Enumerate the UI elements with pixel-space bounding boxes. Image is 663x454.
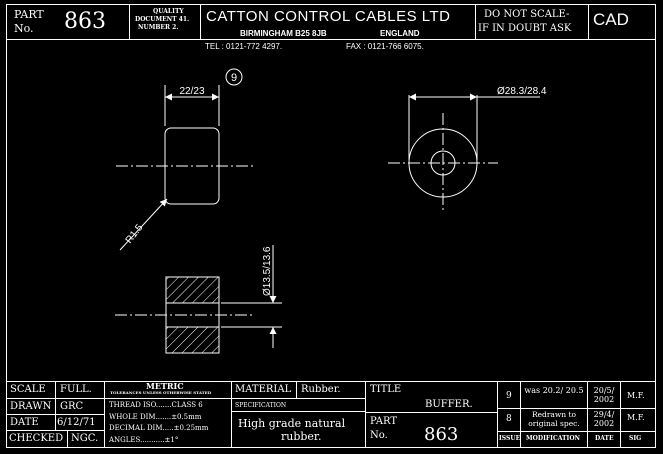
checked-value: NGC. <box>71 433 99 444</box>
rev-date: 29/4/ 2002 <box>593 410 615 429</box>
rev-col-divider-1 <box>520 381 521 448</box>
rev-sig: M.F. <box>627 413 645 422</box>
rev-col-issue: ISSUE <box>499 435 521 442</box>
header-part-label: PART <box>14 8 44 21</box>
part-value: 863 <box>424 424 459 445</box>
title-label: TITLE <box>370 384 402 395</box>
header-part-number: 863 <box>64 9 106 34</box>
company-address: BIRMINGHAM B25 8JB <box>240 29 327 38</box>
scale-note-2: IF IN DOUBT ASK <box>478 23 572 34</box>
dim-bore-diameter: Ø13.5/13.6 <box>262 246 273 296</box>
company-tel: TEL : 0121-772 4297. <box>205 42 283 51</box>
rev-col-modification: MODIFICATION <box>526 435 581 442</box>
end-view <box>388 93 540 210</box>
rev-col-divider-2 <box>587 381 588 448</box>
scale-value: FULL. <box>60 384 92 395</box>
company-fax: FAX : 0121-766 6075. <box>346 42 424 51</box>
side-view <box>116 85 254 251</box>
tolerance-divider <box>104 398 232 399</box>
header-part-label-no: No. <box>14 22 34 35</box>
tolerance-note: TOLERANCES UNLESS OTHERWISE STATED <box>110 390 212 395</box>
material-value: Rubber. <box>301 384 341 395</box>
rev-row-divider-2 <box>497 431 656 432</box>
scale-note-1: DO NOT SCALE- <box>484 9 570 20</box>
decimal-dim-tolerance: DECIMAL DIM.....±0.25mm <box>109 424 209 432</box>
part-label: PART <box>370 416 398 427</box>
quality-line-2: DOCUMENT 41. <box>135 16 190 23</box>
rev-issue: 9 <box>506 391 512 401</box>
drawn-label: DRAWN <box>10 401 52 412</box>
revision-table <box>497 381 656 448</box>
title-value: BUFFER. <box>425 399 473 410</box>
date-label: DATE <box>10 417 39 428</box>
rev-sig: M.F. <box>627 391 645 400</box>
drawn-value: GRC <box>60 401 84 412</box>
spec-value-2: rubber. <box>281 430 322 443</box>
item-balloon <box>225 68 243 86</box>
rev-row-divider-1 <box>497 408 656 409</box>
rev-col-date: DATE <box>595 435 614 442</box>
scale-label: SCALE <box>10 384 46 395</box>
rev-col-divider-3 <box>620 381 621 448</box>
whole-dim-tolerance: WHOLE DIM.......±0.5mm <box>109 413 202 421</box>
thread-tolerance: THREAD ISO.......CLASS 6 <box>109 401 203 409</box>
section-view <box>115 245 282 354</box>
metric-label: METRIC <box>146 381 184 391</box>
cad-box <box>588 4 656 40</box>
rev-modification: was 20.2/ 20.5 <box>524 386 584 395</box>
date-value: 6/12/71 <box>57 417 96 428</box>
part-label-no: No. <box>370 430 388 441</box>
quality-line-3: NUMBER 2. <box>138 24 179 31</box>
company-country: ENGLAND <box>380 29 420 38</box>
rev-date: 20/5/ 2002 <box>593 386 615 405</box>
angles-tolerance: ANGLES...........±1° <box>109 436 179 444</box>
spec-value-1: High grade natural <box>238 417 346 430</box>
dim-length: 22/23 <box>179 86 204 97</box>
company-name: CATTON CONTROL CABLES LTD <box>206 8 451 25</box>
dim-outer-diameter: Ø28.3/28.4 <box>497 86 547 97</box>
material-label: MATERIAL <box>235 384 292 395</box>
quality-line-1: QUALITY <box>153 8 184 15</box>
balloon-number: 9 <box>231 72 237 84</box>
checked-label: CHECKED <box>9 433 64 444</box>
cad-label: CAD <box>593 10 629 29</box>
rev-issue: 8 <box>506 414 512 424</box>
rev-modification: Redrawn to original spec. <box>528 410 580 428</box>
spec-label: SPECIFICATION <box>235 402 287 409</box>
rev-col-sig: SIG <box>629 435 642 442</box>
